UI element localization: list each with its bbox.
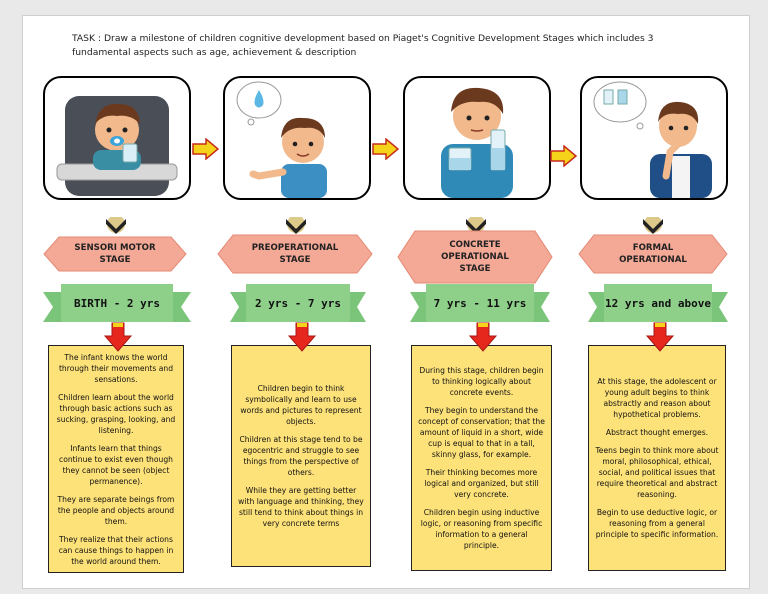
adolescent-illustration: [593, 81, 712, 198]
age-label: 12 yrs and above: [605, 296, 711, 310]
stage-title: SENSORI MOTOR STAGE: [74, 243, 156, 265]
description-paragraph: The infant knows the world through their…: [58, 352, 174, 384]
description-paragraph: Children at this stage tend to be egocen…: [239, 435, 363, 477]
description-paragraph: Begin to use deductive logic, or reasoni…: [595, 508, 719, 539]
down-arrow-icon: [469, 322, 497, 352]
chevron-down-icon: [106, 217, 126, 234]
illustration-panel-concrete: [403, 76, 551, 200]
down-arrow-icon: [104, 322, 132, 352]
infant-illustration: [56, 96, 178, 196]
age-label: BIRTH - 2 yrs: [73, 296, 161, 310]
age-ribbon: [588, 284, 728, 322]
stage-hexagon: [397, 230, 553, 284]
down-arrow-icon: [288, 322, 316, 352]
age-ribbon: [230, 284, 366, 322]
description-paragraph: Children learn about the world through b…: [56, 392, 176, 435]
chevron-down-icon: [286, 217, 306, 234]
description-paragraph: Teens begin to think more about moral, p…: [595, 446, 719, 499]
description-box: The infant knows the world through their…: [48, 345, 184, 573]
right-arrow-icon: [550, 145, 577, 167]
description-box: During this stage, children begin to thi…: [411, 345, 552, 571]
description-box: Children begin to think symbolically and…: [231, 345, 371, 567]
age-ribbon: [410, 284, 550, 322]
age-ribbon: [43, 284, 191, 322]
description-paragraph: Abstract thought emerges.: [605, 428, 709, 437]
child-with-glasses-illustration: [441, 87, 513, 198]
age-label: 2 yrs - 7 yrs: [254, 296, 342, 310]
description-paragraph: They realize that their actions can caus…: [58, 534, 174, 566]
description-box: At this stage, the adolescent or young a…: [588, 345, 726, 571]
child-illustration: [236, 81, 327, 198]
stage-hexagon: [217, 234, 373, 274]
description-paragraph: Children begin to think symbolically and…: [240, 384, 362, 426]
illustration-panel-formal: [580, 76, 728, 200]
age-label: 7 yrs - 11 yrs: [433, 296, 527, 310]
task-instruction: TASK : Draw a milestone of children cogn…: [72, 33, 654, 58]
description-paragraph: During this stage, children begin to thi…: [419, 366, 544, 397]
chevron-down-icon: [643, 217, 663, 234]
description-paragraph: Their thinking becomes more logical and …: [424, 468, 539, 499]
description-paragraph: They begin to understand the concept of …: [418, 406, 545, 459]
stage-title: PREOPERATIONAL STAGE: [251, 243, 339, 265]
description-paragraph: Children begin using inductive logic, or…: [420, 508, 543, 550]
stage-hexagon: [578, 234, 728, 274]
description-paragraph: At this stage, the adolescent or young a…: [597, 377, 717, 419]
description-paragraph: While they are getting better with langu…: [238, 486, 364, 528]
stage-title: CONCRETE OPERATIONAL STAGE: [441, 240, 509, 274]
description-paragraph: Infants learn that things continue to ex…: [59, 443, 173, 486]
down-arrow-icon: [646, 322, 674, 352]
right-arrow-icon: [192, 138, 219, 160]
illustration-panel-preoperational: [223, 76, 371, 200]
right-arrow-icon: [372, 138, 399, 160]
description-paragraph: They are separate beings from the people…: [57, 494, 175, 526]
stage-title: FORMAL OPERATIONAL: [619, 243, 687, 265]
illustration-panel-infant: [43, 76, 191, 200]
stage-hexagon: [43, 236, 187, 272]
